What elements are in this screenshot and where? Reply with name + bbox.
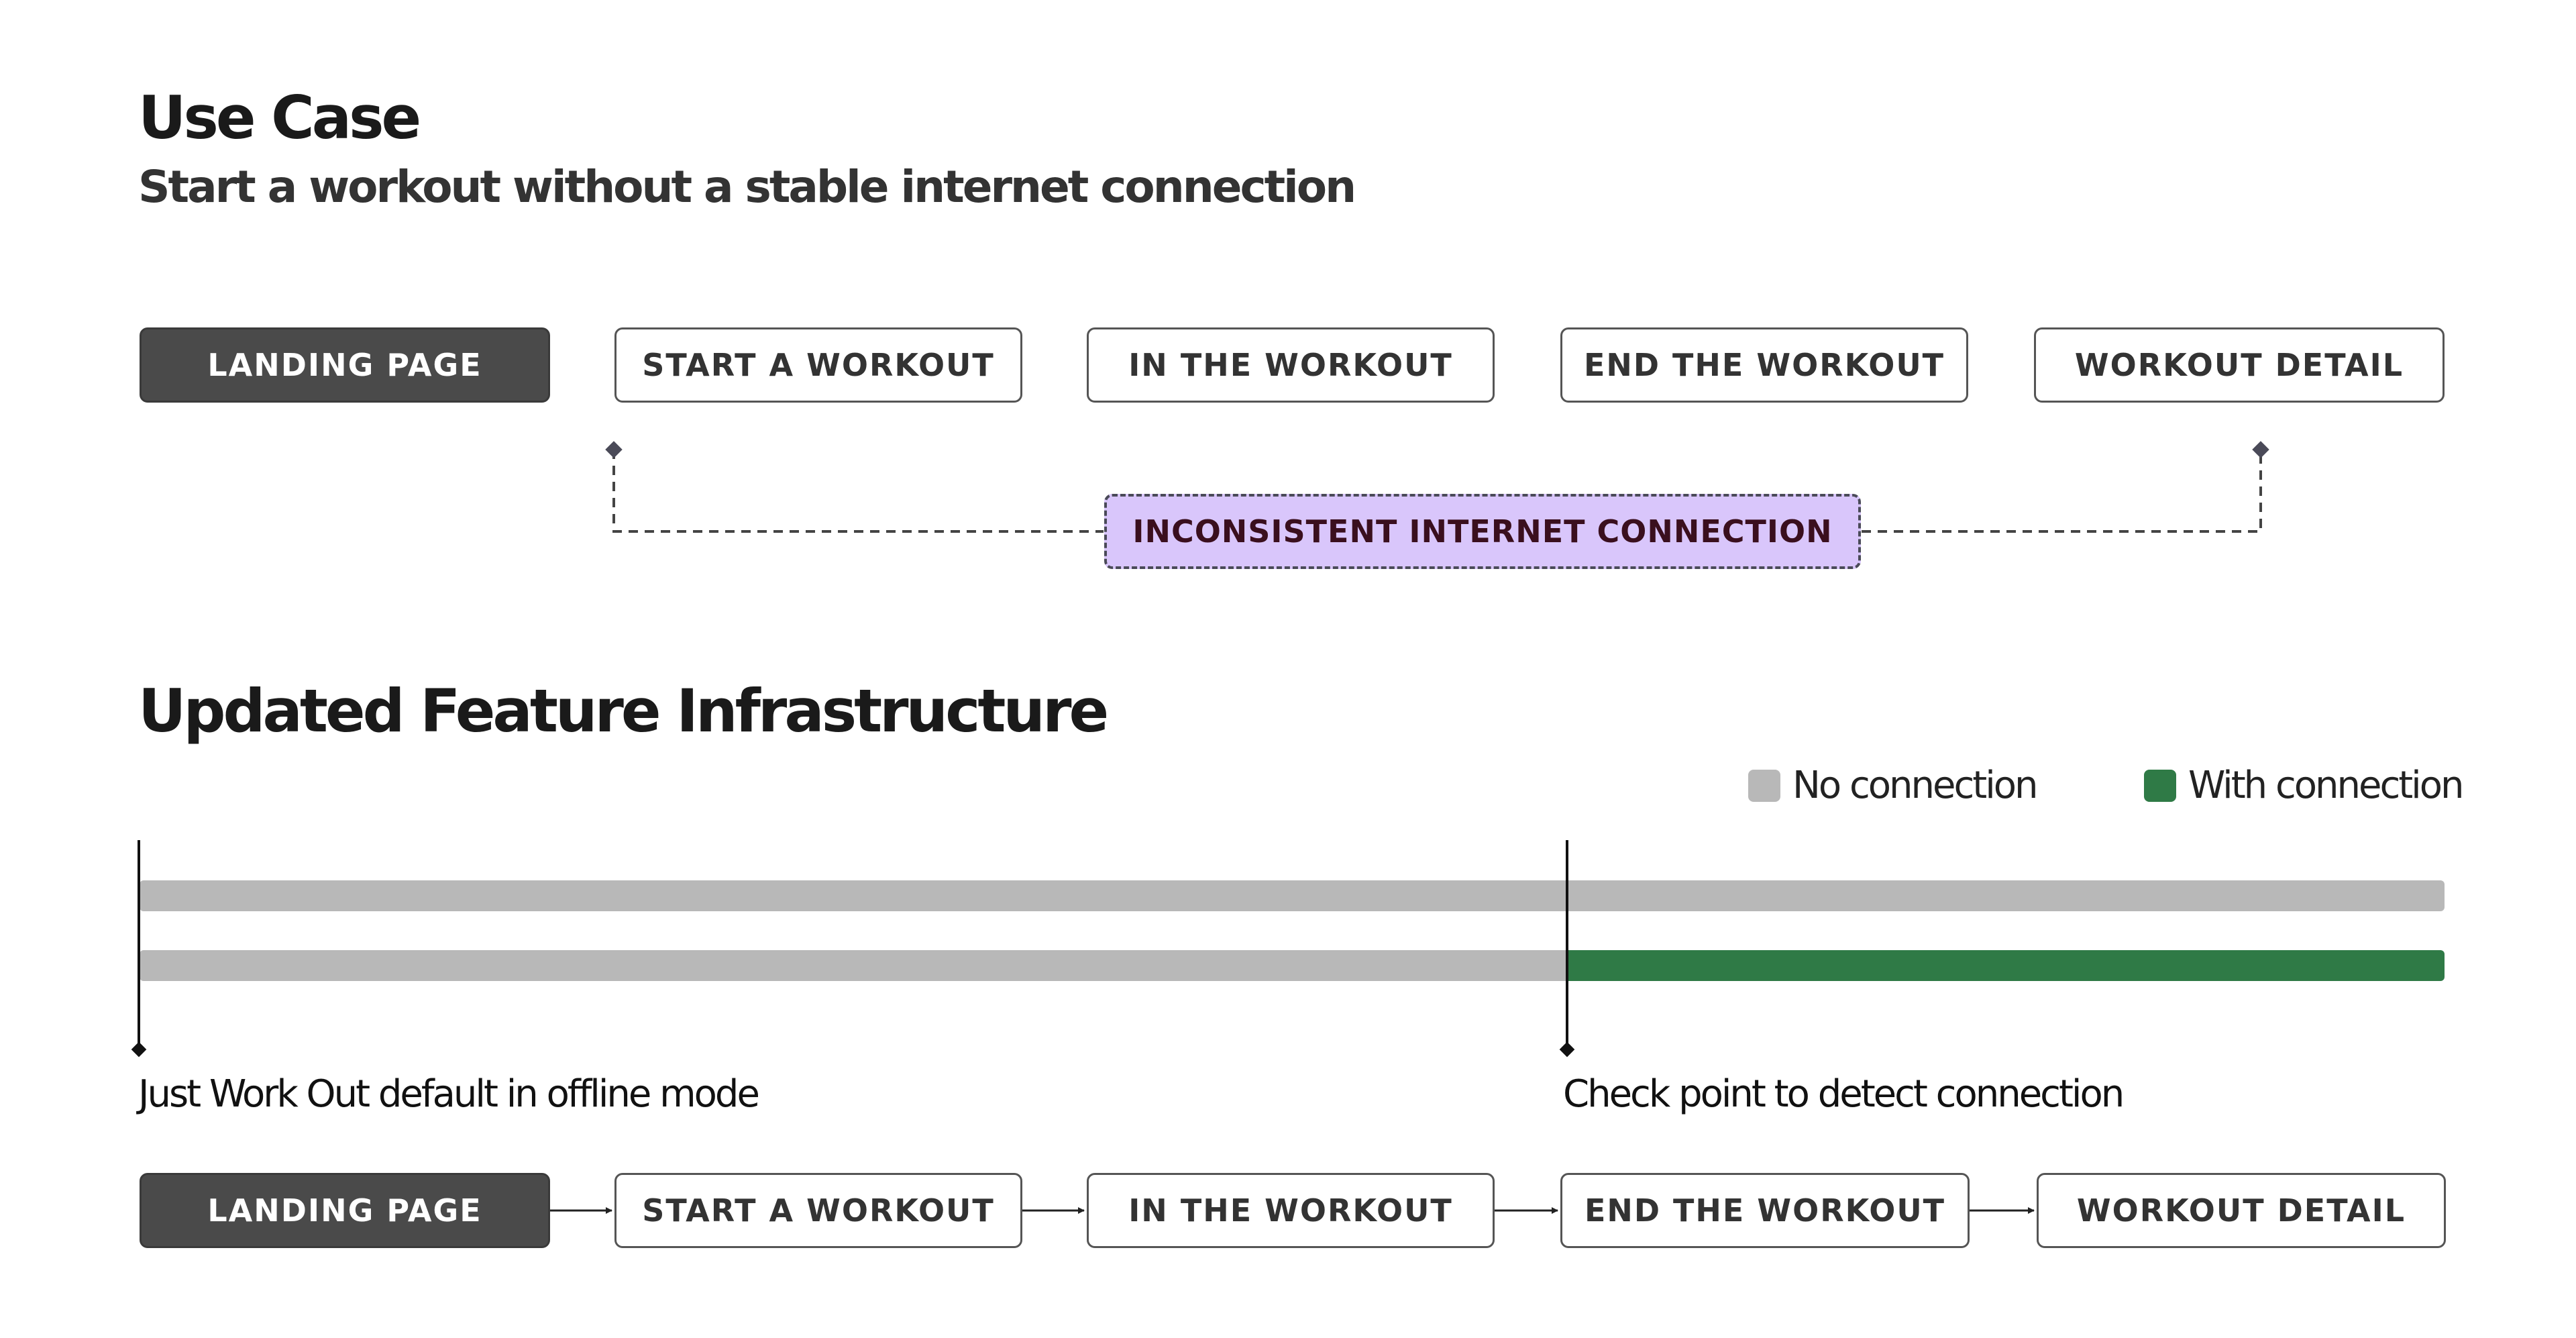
legend-with-connection-label: With connection	[2188, 764, 2464, 807]
marker-checkpoint-label: Check point to detect connection	[1563, 1072, 2125, 1116]
flow-step-end-the-workout: END THE WORKOUT	[1560, 1173, 1970, 1248]
legend-no-connection-swatch	[1748, 769, 1780, 802]
connector-right-line	[1862, 450, 2262, 533]
legend-with-connection: With connection	[2144, 764, 2464, 807]
legend-no-connection-label: No connection	[1792, 764, 2038, 807]
infrastructure-title: Updated Feature Infrastructure	[138, 676, 1109, 745]
online-track-no-connection-bar	[140, 950, 1568, 981]
step-landing-page: LANDING PAGE	[140, 327, 550, 403]
step-start-a-workout: START A WORKOUT	[614, 327, 1022, 403]
step-in-the-workout: IN THE WORKOUT	[1087, 327, 1495, 403]
use-case-title: Use Case	[138, 83, 421, 152]
connector-left-line	[612, 450, 1104, 533]
marker-offline-label: Just Work Out default in offline mode	[138, 1072, 760, 1116]
flow-step-landing-page: LANDING PAGE	[140, 1173, 550, 1248]
step-end-the-workout: END THE WORKOUT	[1560, 327, 1968, 403]
step-workout-detail: WORKOUT DETAIL	[2034, 327, 2445, 403]
flow-step-in-the-workout: IN THE WORKOUT	[1087, 1173, 1495, 1248]
flow-step-workout-detail: WORKOUT DETAIL	[2037, 1173, 2446, 1248]
inconsistent-connection-callout: INCONSISTENT INTERNET CONNECTION	[1104, 494, 1861, 569]
flow-step-start-a-workout: START A WORKOUT	[614, 1173, 1022, 1248]
legend-no-connection: No connection	[1748, 764, 2038, 807]
legend-with-connection-swatch	[2144, 769, 2176, 802]
marker-checkpoint-diamond	[1559, 1041, 1575, 1058]
offline-track-bar	[140, 880, 2445, 911]
online-track-with-connection-bar	[1567, 950, 2445, 981]
connector-left-diamond	[605, 441, 623, 458]
use-case-subtitle: Start a workout without a stable interne…	[138, 161, 1356, 213]
